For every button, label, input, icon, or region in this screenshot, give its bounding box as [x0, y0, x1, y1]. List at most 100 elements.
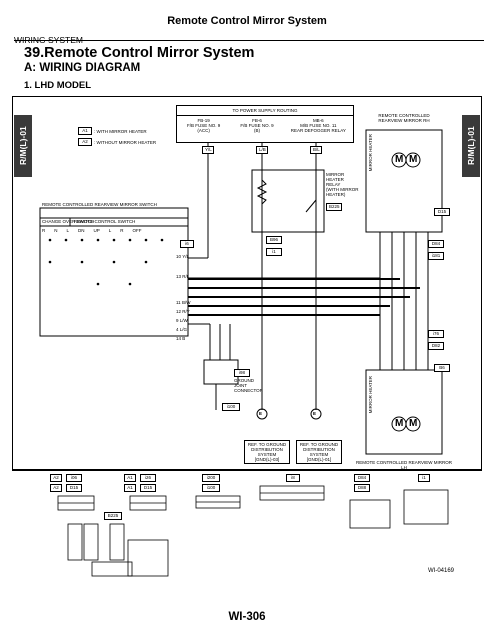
mirror-rh-motor-1: M — [395, 154, 404, 165]
ground-ref-line: SYSTEM [GND(L)-03] — [254, 452, 280, 462]
pin-row: 11 B/W — [176, 300, 206, 309]
pin-number: 9 — [176, 318, 179, 323]
connector-section-divider — [12, 470, 482, 471]
switch-pos-dn: DN — [78, 228, 85, 233]
switch-connector-code: i6 — [180, 240, 194, 248]
connector-i100: i100 — [222, 403, 240, 411]
switch-pos-r2: R — [120, 228, 124, 233]
switch-pos-l2: L — [108, 228, 112, 233]
switch-changeover-label: CHANGE OVER SWITCH — [42, 219, 95, 224]
power-supply-title: TO POWER SUPPLY ROUTING — [177, 106, 353, 116]
switch-pos-l: L — [66, 228, 70, 233]
power-col1-line1: FB-19 — [197, 118, 210, 123]
mirror-rh-title-line: REARVIEW MIRROR RH — [378, 118, 430, 123]
bottom-tag-group-4: A1 D15 — [124, 484, 156, 492]
power-col2-line1: FB-6 — [252, 118, 262, 123]
relay-label-line: HEATER — [326, 177, 344, 182]
connector-i76: i76 — [428, 330, 444, 338]
power-col-mb6: MB-6 M/B FUSE NO. 11 REAR DEFOGGER RELAY — [284, 116, 353, 133]
pin-row: 4 L/G — [176, 327, 206, 336]
pin-number: 11 — [176, 300, 181, 305]
section-heading: 39.Remote Control Mirror System — [24, 45, 255, 61]
ground-ref-line: SYSTEM [GND(L)-01] — [306, 452, 332, 462]
connector-d15: D15 — [434, 208, 450, 216]
wiring-diagram-frame — [12, 96, 482, 470]
pin-number: 12 — [176, 309, 182, 314]
mirror-lh-motor-2: M — [409, 418, 418, 429]
power-col3-line3: REAR DEFOGGER RELAY — [290, 128, 346, 133]
ground-ref-line: DISTRIBUTION — [303, 447, 335, 452]
ground-ref-2: REF. TO GROUND DISTRIBUTION SYSTEM [GND(… — [296, 440, 342, 464]
switch-positions: R N L DN UP L R OFF — [42, 228, 142, 233]
pin-number: 4 — [176, 327, 179, 332]
bottom-tag-connector: i06 — [66, 474, 82, 482]
subsection-heading: A: WIRING DIAGRAM — [24, 62, 141, 74]
bottom-tag-variant: A2 — [50, 484, 62, 492]
legend-a1-text: : WITH MIRROR HEATER — [94, 128, 147, 134]
pin-row: 12 R/Y — [176, 309, 206, 318]
pin-wire-color: B/W — [181, 300, 191, 305]
legend: A1 : WITH MIRROR HEATER A2 : WITHOUT MIR… — [78, 127, 156, 146]
mirror-rh-title-line: REMOTE CONTROLLED — [378, 113, 430, 118]
ground-ref-line: REF. TO GROUND — [247, 442, 287, 447]
pin-number: 13 — [176, 274, 182, 279]
switch-remote-label: REMOTE CONTROL SWITCH — [74, 219, 136, 224]
header-rule — [14, 40, 484, 41]
connector-b6: B6 — [434, 364, 450, 372]
pin-row: 13 R/L — [176, 274, 206, 300]
bottom-tag-variant: A2 — [50, 474, 62, 482]
bottom-tag-b225: B225 — [104, 512, 122, 520]
page-number: WI-306 — [228, 611, 266, 623]
switch-pos-r: R — [42, 228, 46, 233]
power-col1-line2: F/B FUSE NO. 9 — [187, 123, 221, 128]
relay-label-line: (WITH MIRROR — [326, 187, 359, 192]
power-col2-line2: F/B FUSE NO. 9 — [240, 123, 274, 128]
pin-wire-color: L/G — [179, 327, 188, 332]
ground-ref-line: DISTRIBUTION — [251, 447, 283, 452]
wire-label-yl: Y/L — [202, 146, 214, 154]
connector-b96: B96 — [266, 236, 282, 244]
connector-d82: D82 — [428, 342, 444, 350]
wire-label-lb: L/B — [256, 146, 268, 154]
mirror-lh-motor-1: M — [395, 418, 404, 429]
bottom-tag-connector: D15 — [66, 484, 82, 492]
bottom-tag-group-2: A2 D15 — [50, 484, 82, 492]
pin-row: 10 Y/L — [176, 254, 206, 274]
connector-d84: D84 — [428, 240, 444, 248]
bottom-tag-connector: D15 — [140, 484, 156, 492]
power-col-fb19: FB-19 F/B FUSE NO. 9 (ACC) — [177, 116, 230, 133]
figure-id: WI-04169 — [427, 568, 454, 574]
switch-pos-up: UP — [93, 228, 100, 233]
ground-joint-line: JOINT — [234, 383, 247, 388]
bottom-tag-d88: D88 — [354, 484, 370, 492]
wire-label-bl: B/L — [310, 146, 322, 154]
pin-wire-color: R/Y — [182, 309, 190, 314]
running-header-title: Remote Control Mirror System — [167, 15, 327, 27]
model-heading: 1. LHD MODEL — [24, 80, 92, 91]
mirror-rh-motor-2: M — [409, 154, 418, 165]
legend-a2-code: A2 — [78, 138, 92, 146]
pin-wire-color: B — [182, 336, 186, 341]
mirror-lh-title: REMOTE CONTROLLED REARVIEW MIRROR LH — [356, 460, 452, 470]
pin-wire-color: R/L — [182, 274, 190, 279]
bottom-tag-variant: A1 — [124, 474, 136, 482]
power-col1-line3: (ACC) — [197, 128, 210, 133]
bottom-tag-variant: A1 — [124, 484, 136, 492]
bottom-tag-group-1: A2 i06 — [50, 474, 82, 482]
ground-joint-line: CONNECTOR — [234, 388, 263, 393]
bottom-tag-i100: i100 — [202, 484, 220, 492]
ground-ref-line: REF. TO GROUND — [299, 442, 339, 447]
ground-joint-line: GROUND — [234, 378, 254, 383]
switch-title: REMOTE CONTROLLED REARVIEW MIRROR SWITCH — [42, 202, 157, 207]
bottom-tag-connector: i26 — [140, 474, 156, 482]
pin-number: 10 — [176, 254, 182, 259]
relay-code: B225 — [326, 203, 342, 211]
switch-pos-off: OFF — [132, 228, 142, 233]
pin-wire-color: Y/L — [182, 254, 189, 259]
mirror-rh-title: REMOTE CONTROLLED REARVIEW MIRROR RH — [366, 113, 442, 123]
power-col2-line3: (B) — [253, 128, 260, 133]
pin-row: 14 B — [176, 336, 206, 345]
legend-a1-code: A1 — [78, 127, 92, 135]
